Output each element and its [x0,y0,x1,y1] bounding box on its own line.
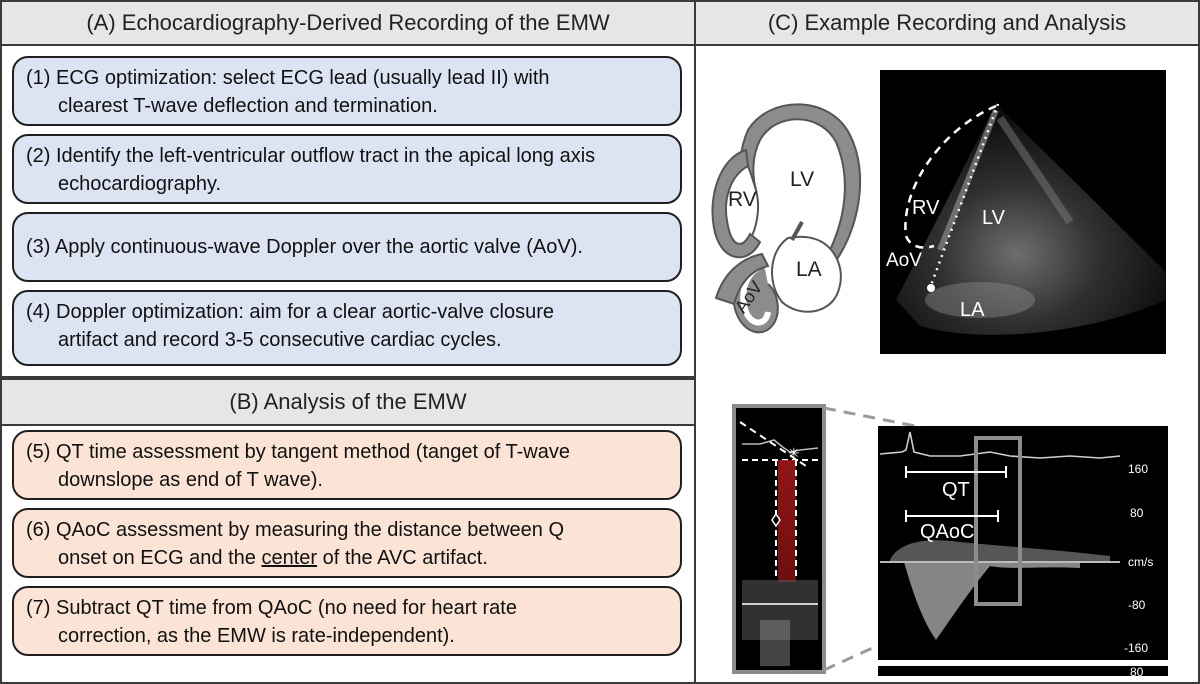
panel-a-title: (A) Echocardiography-Derived Recording o… [86,10,610,35]
step-2-line1: (2) Identify the left-ventricular outflo… [26,145,596,167]
step-4-line2: artifact and record 3-5 consecutive card… [58,329,502,351]
step-4-line1: (4) Doppler optimization: aim for a clea… [26,301,554,323]
panel-c-title: (C) Example Recording and Analysis [767,10,1127,35]
step-7-line2: correction, as the EMW is rate-independe… [58,625,455,647]
step-6-line1: (6) QAoC assessment by measuring the dis… [26,519,565,541]
panel-b-title: (B) Analysis of the EMW [229,389,467,414]
step-6-line2: onset on ECG and the center of the AVC a… [26,544,666,572]
panel-c-header: (C) Example Recording and Analysis [694,0,1200,46]
step-3: (3) Apply continuous-wave Doppler over t… [12,212,682,282]
panel-a-header: (A) Echocardiography-Derived Recording o… [0,0,696,46]
step-5: (5) QT time assessment by tangent method… [12,430,682,500]
step-5-line2: downslope as end of T wave). [58,469,323,491]
step-1-line2: clearest T-wave deflection and terminati… [58,95,438,117]
step-1: (1) ECG optimization: select ECG lead (u… [12,56,682,126]
panel-c [694,44,1200,684]
step-2-line2: echocardiography. [58,173,222,195]
step-6: (6) QAoC assessment by measuring the dis… [12,508,682,578]
step-7-line1: (7) Subtract QT time from QAoC (no need … [26,597,517,619]
step-6-line2-post: of the AVC artifact. [317,547,488,569]
step-4: (4) Doppler optimization: aim for a clea… [12,290,682,366]
step-6-center-word: center [261,547,318,569]
step-1-line1: (1) ECG optimization: select ECG lead (u… [26,67,550,89]
step-5-line1: (5) QT time assessment by tangent method… [26,441,570,463]
step-3-line1: (3) Apply continuous-wave Doppler over t… [26,236,583,258]
panel-b-header: (B) Analysis of the EMW [0,378,696,426]
step-2: (2) Identify the left-ventricular outflo… [12,134,682,204]
step-7: (7) Subtract QT time from QAoC (no need … [12,586,682,656]
step-6-line2-pre: onset on ECG and the [58,547,262,569]
